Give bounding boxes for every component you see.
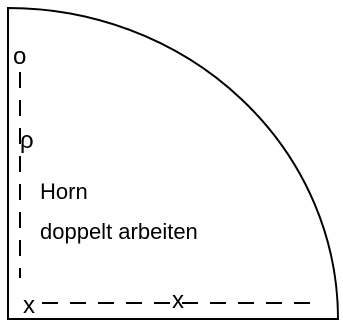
mid-o-mark: ρ	[20, 127, 34, 154]
bottom-x-mark: x	[172, 287, 184, 314]
label-horn: Horn	[40, 179, 88, 204]
label-doppelt-arbeiten: doppelt arbeiten	[40, 219, 198, 244]
quarter-circle-outline	[7, 6, 340, 320]
corner-x-mark: x	[23, 292, 35, 319]
top-o-mark: o	[13, 43, 26, 70]
